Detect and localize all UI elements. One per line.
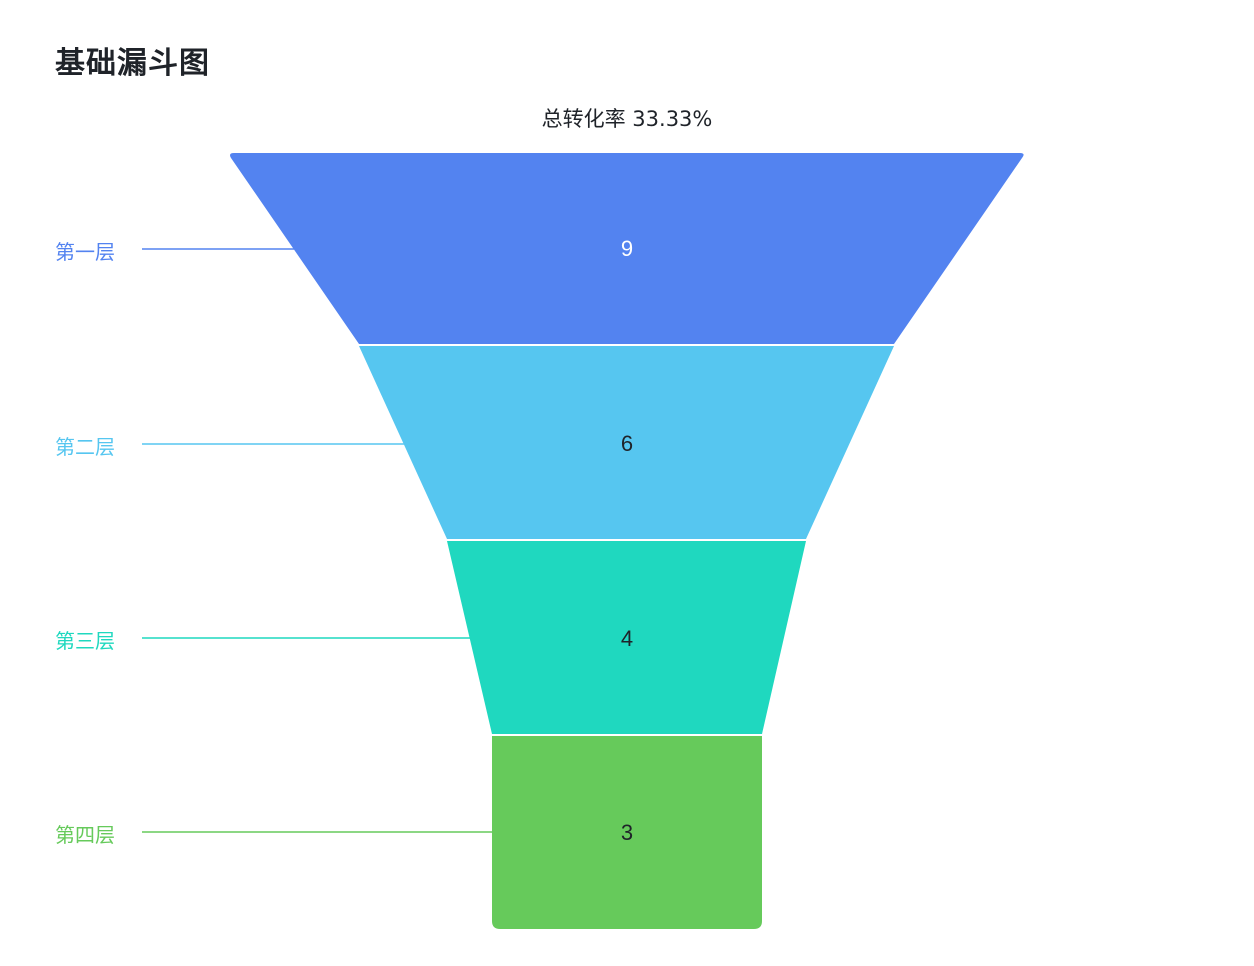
funnel-segment-3[interactable]: [447, 541, 806, 734]
chart-title: 基础漏斗图: [55, 46, 210, 81]
legend-label-1: 第一层: [55, 240, 115, 264]
funnel-segment-4[interactable]: [492, 736, 762, 929]
segment-value-4: 3: [621, 820, 633, 845]
segment-value-2: 6: [621, 431, 633, 456]
legend-label-2: 第二层: [55, 435, 115, 459]
legend-label-3: 第三层: [55, 629, 115, 653]
conversion-rate-subtitle: 总转化率 33.33%: [541, 107, 713, 131]
segment-value-1: 9: [621, 236, 633, 261]
funnel-segment-1[interactable]: [230, 153, 1024, 344]
legend-label-4: 第四层: [55, 823, 115, 847]
funnel-segment-2[interactable]: [359, 346, 894, 539]
segment-value-3: 4: [621, 626, 633, 651]
